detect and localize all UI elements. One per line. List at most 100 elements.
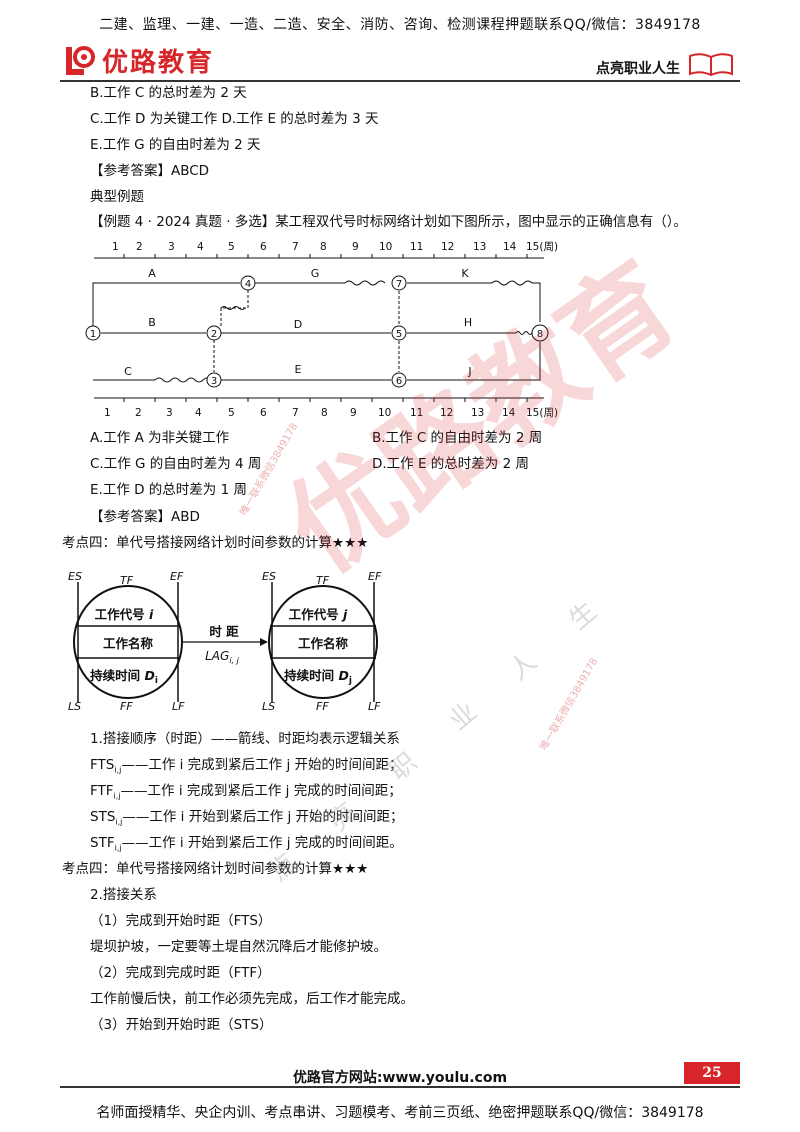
tf-label: TF xyxy=(120,574,134,587)
svg-text:工作代号 i: 工作代号 i xyxy=(95,607,154,622)
text-line: （1）完成到开始时距（FTS） xyxy=(90,913,272,929)
subscript: i,j xyxy=(114,765,122,775)
text-line: 2.搭接关系 xyxy=(90,887,157,903)
code-sub: i xyxy=(149,607,154,622)
text-line: C.工作 D 为关键工作 D.工作 E 的总时差为 3 天 xyxy=(90,111,379,127)
node-box-diagram: ES TF EF LS FF LF ES TF EF LS FF LF 工作代号… xyxy=(68,570,382,713)
lf-label: LF xyxy=(172,700,185,713)
text-line: B.工作 C 的总时差为 2 天 xyxy=(90,85,247,101)
answer: 【参考答案】ABD xyxy=(90,509,200,525)
svg-text:持续时间 Di: 持续时间 Di xyxy=(90,668,158,686)
ef-label: EF xyxy=(170,570,184,583)
definition-ftf: FTFi,j——工作 i 完成到紧后工作 j 完成的时间间距； xyxy=(90,781,402,807)
code-label: 工作代号 xyxy=(95,607,145,622)
tick: 13 xyxy=(471,407,484,419)
ls-label: LS xyxy=(262,700,275,713)
ls-label: LS xyxy=(68,700,81,713)
term: STF xyxy=(90,835,115,851)
definition-sts: STSi,j——工作 i 开始到紧后工作 j 开始的时间间距； xyxy=(90,807,404,833)
text-line: 典型例题 xyxy=(90,189,144,205)
top-banner: 二建、监理、一建、一造、二造、安全、消防、咨询、检测课程押题联系QQ/微信：38… xyxy=(99,17,701,33)
lf-label: LF xyxy=(368,700,381,713)
text-line: （3）开始到开始时距（STS） xyxy=(90,1017,273,1033)
node-label: 2 xyxy=(211,329,217,340)
tick: 15(周) xyxy=(526,241,558,253)
definition: ——工作 i 开始到紧后工作 j 完成的时间间距。 xyxy=(121,835,403,851)
activity-label: G xyxy=(311,267,320,280)
text-line: 工作前慢后快，前工作必须先完成，后工作才能完成。 xyxy=(90,991,414,1007)
ff-label: FF xyxy=(316,700,329,713)
definition-fts: FTSi,j——工作 i 完成到紧后工作 j 开始的时间间距； xyxy=(90,755,403,781)
duration-sub: j xyxy=(348,676,352,686)
tick: 7 xyxy=(292,407,299,419)
es-label: ES xyxy=(262,570,276,583)
tick: 13 xyxy=(473,241,486,253)
node-label: 4 xyxy=(245,279,251,290)
tick: 2 xyxy=(136,241,143,253)
definition: ——工作 i 完成到紧后工作 j 开始的时间间距； xyxy=(121,757,403,773)
header-rule xyxy=(60,80,740,82)
bottom-banner: 名师面授精华、央企内训、考点串讲、习题模考、考前三页纸、绝密押题联系QQ/微信：… xyxy=(96,1105,704,1121)
tick: 14 xyxy=(503,241,517,253)
term: FTS xyxy=(90,757,115,773)
footer-rule xyxy=(60,1086,740,1088)
activity-label: K xyxy=(461,267,469,280)
lag-symbol: LAG xyxy=(205,649,229,663)
option-a: A.工作 A 为非关键工作 xyxy=(90,430,230,446)
section-heading: 考点四：单代号搭接网络计划时间参数的计算★★★ xyxy=(62,861,369,877)
code-sub: j xyxy=(341,607,348,622)
node-label: 3 xyxy=(211,376,217,387)
name-label: 工作名称 xyxy=(103,636,154,651)
option-b: B.工作 C 的自由时差为 2 周 xyxy=(372,430,543,446)
tick: 15(周) xyxy=(526,407,558,419)
tick: 9 xyxy=(352,241,359,253)
tick: 3 xyxy=(168,241,175,253)
tick: 10 xyxy=(379,241,392,253)
subscript: i,j xyxy=(113,791,121,801)
ef-label: EF xyxy=(368,570,382,583)
book-icon xyxy=(689,53,733,77)
text-line: E.工作 G 的自由时差为 2 天 xyxy=(90,137,261,153)
node-label: 8 xyxy=(537,329,543,340)
svg-text:工作代号 j: 工作代号 j xyxy=(289,607,348,622)
tick: 6 xyxy=(260,407,267,419)
tick: 3 xyxy=(166,407,173,419)
tick: 8 xyxy=(321,407,328,419)
sequence-title: 1.搭接顺序（时距）——箭线、时距均表示逻辑关系 xyxy=(90,731,400,747)
ff-label: FF xyxy=(120,700,133,713)
tick: 11 xyxy=(410,407,423,419)
svg-text:LAGi, j: LAGi, j xyxy=(205,649,240,665)
term: FTF xyxy=(90,783,114,799)
tf-label: TF xyxy=(316,574,330,587)
logo-text: 优路教育 xyxy=(102,48,215,78)
svg-text:持续时间 Dj: 持续时间 Dj xyxy=(284,668,352,686)
example-question: 【例题 4 · 2024 真题 · 多选】某工程双代号时标网络计划如下图所示，图… xyxy=(90,214,688,230)
option-e: E.工作 D 的总时差为 1 周 xyxy=(90,482,247,498)
tick: 5 xyxy=(228,407,235,419)
node-label: 5 xyxy=(396,329,402,340)
logo: 优路教育 xyxy=(62,42,214,79)
definition-stf: STFi,j——工作 i 开始到紧后工作 j 完成的时间间距。 xyxy=(90,833,403,859)
duration-label: 持续时间 xyxy=(90,668,140,683)
activity-label: D xyxy=(294,318,302,331)
activity-label: C xyxy=(124,365,132,378)
duration-sym: D xyxy=(338,668,348,683)
tick: 6 xyxy=(260,241,267,253)
tick: 10 xyxy=(378,407,391,419)
text-line: （2）完成到完成时距（FTF） xyxy=(90,965,271,981)
subscript: i,j xyxy=(115,817,123,827)
footer-url: 优路官方网站:www.youlu.com xyxy=(292,1070,508,1086)
node-label: 6 xyxy=(396,376,402,387)
tick: 4 xyxy=(197,241,204,253)
code-label: 工作代号 xyxy=(289,607,339,622)
term: STS xyxy=(90,809,116,825)
top-axis: 1 2 3 4 5 6 7 8 9 10 11 12 13 14 15(周) xyxy=(112,241,558,253)
lag-sub: i, j xyxy=(229,656,239,665)
duration-label: 持续时间 xyxy=(284,668,334,683)
text-line: 堤坝护坡，一定要等土堤自然沉降后才能修护坡。 xyxy=(90,939,387,955)
activity-label: B xyxy=(148,316,156,329)
tick: 5 xyxy=(228,241,235,253)
activity-label: E xyxy=(295,363,302,376)
duration-sym: D xyxy=(144,668,154,683)
definition: ——工作 i 完成到紧后工作 j 完成的时间间距； xyxy=(120,783,402,799)
